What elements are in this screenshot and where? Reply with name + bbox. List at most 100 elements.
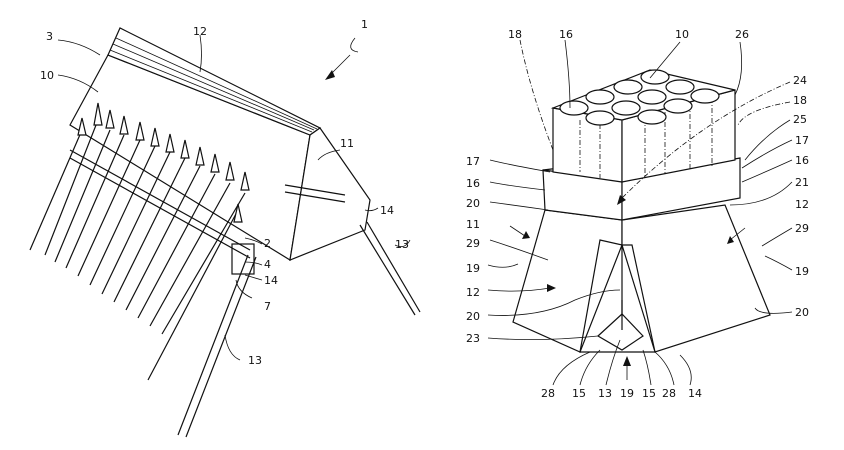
leader-24 xyxy=(619,81,791,201)
tube-opening xyxy=(690,88,720,104)
stand-inner-face xyxy=(596,313,644,351)
label-23: 23 xyxy=(466,332,480,345)
leader-19b xyxy=(764,255,793,271)
label-10: 10 xyxy=(40,69,54,82)
label-16c: 16 xyxy=(795,154,809,167)
leader-14a xyxy=(364,207,379,212)
rocket xyxy=(29,117,87,251)
leader-20b xyxy=(487,289,621,316)
leader-25 xyxy=(744,119,791,161)
label-11: 11 xyxy=(340,137,354,150)
label-18a: 18 xyxy=(508,28,522,41)
leader-17b xyxy=(741,139,793,169)
tube-opening xyxy=(665,79,695,95)
label-20b: 20 xyxy=(466,310,480,323)
label-20c: 20 xyxy=(795,306,809,319)
leader-14 xyxy=(679,354,692,386)
leader-1 xyxy=(350,37,359,53)
tube-opening xyxy=(637,89,667,105)
rocket xyxy=(77,121,145,277)
label-10: 10 xyxy=(675,28,689,41)
leader-18b xyxy=(737,101,791,126)
label-26: 26 xyxy=(735,28,749,41)
leader-2 xyxy=(244,237,263,245)
leader-26 xyxy=(734,41,743,96)
leader-7 xyxy=(235,279,253,299)
rocket-row xyxy=(29,102,250,381)
leader-13 xyxy=(605,339,621,386)
leader-12 xyxy=(199,34,202,73)
leader-17a xyxy=(489,159,551,173)
leader-11 xyxy=(317,149,341,161)
label-7: 7 xyxy=(264,300,271,313)
tube-opening xyxy=(613,79,643,95)
tube-openings xyxy=(559,69,720,126)
leader-15a xyxy=(579,349,601,386)
label-11: 11 xyxy=(466,218,480,231)
label-14a: 14 xyxy=(380,204,394,217)
label-17a: 17 xyxy=(466,155,480,168)
rocket xyxy=(54,109,115,263)
rocket xyxy=(101,133,175,295)
tube-opening xyxy=(640,69,670,85)
label-16a: 16 xyxy=(559,28,573,41)
leader-10 xyxy=(649,41,681,79)
label-29a: 29 xyxy=(466,237,480,250)
label-14: 14 xyxy=(688,387,702,400)
leader-4 xyxy=(244,261,263,266)
right-roof-panel xyxy=(289,127,371,261)
label-17b: 17 xyxy=(795,134,809,147)
label-28a: 28 xyxy=(541,387,555,400)
tube-opening xyxy=(637,109,667,125)
rocket xyxy=(137,153,220,319)
label-12: 12 xyxy=(193,25,207,38)
label-24: 24 xyxy=(793,74,807,87)
label-25: 25 xyxy=(793,113,807,126)
leader-18a xyxy=(519,39,554,151)
rocket xyxy=(147,203,243,381)
label-19c: 19 xyxy=(620,387,634,400)
label-18b: 18 xyxy=(793,94,807,107)
leader-13a xyxy=(394,239,411,248)
leader-16b xyxy=(489,181,546,191)
leader-21 xyxy=(729,181,793,206)
label-28b: 28 xyxy=(662,387,676,400)
tube-opening xyxy=(663,98,693,114)
tube-opening xyxy=(559,100,589,116)
label-20a: 20 xyxy=(466,197,480,210)
leader-3 xyxy=(57,39,101,56)
leader-12b xyxy=(487,287,551,292)
leader-28b xyxy=(654,351,675,386)
tube-opening xyxy=(585,110,615,126)
rocket xyxy=(125,146,205,311)
rocket xyxy=(44,102,103,256)
leader-23 xyxy=(487,335,599,340)
label-3: 3 xyxy=(46,30,53,43)
label-15a: 15 xyxy=(572,387,586,400)
leader-29b xyxy=(761,227,793,247)
rocket xyxy=(149,161,235,327)
leader-29a xyxy=(489,239,549,261)
label-13a: 13 xyxy=(395,238,409,251)
label-13b: 13 xyxy=(248,354,262,367)
leader-20c xyxy=(754,307,793,314)
leader-16a xyxy=(564,39,571,109)
leader-28a xyxy=(552,351,591,386)
leader-16c xyxy=(741,159,793,183)
tube-opening xyxy=(585,89,615,105)
tube-opening xyxy=(611,100,641,116)
leader-13b xyxy=(224,334,241,361)
label-15b: 15 xyxy=(642,387,656,400)
label-1: 1 xyxy=(361,18,368,31)
leader-14b xyxy=(244,274,263,281)
label-4: 4 xyxy=(264,258,271,271)
label-12b: 12 xyxy=(466,286,480,299)
leader-15b xyxy=(642,349,652,386)
leader-19a xyxy=(487,263,519,268)
label-21: 21 xyxy=(795,176,809,189)
label-14b: 14 xyxy=(264,274,278,287)
rocket xyxy=(161,171,250,335)
stand-front-notch xyxy=(579,243,656,353)
label-19b: 19 xyxy=(795,265,809,278)
